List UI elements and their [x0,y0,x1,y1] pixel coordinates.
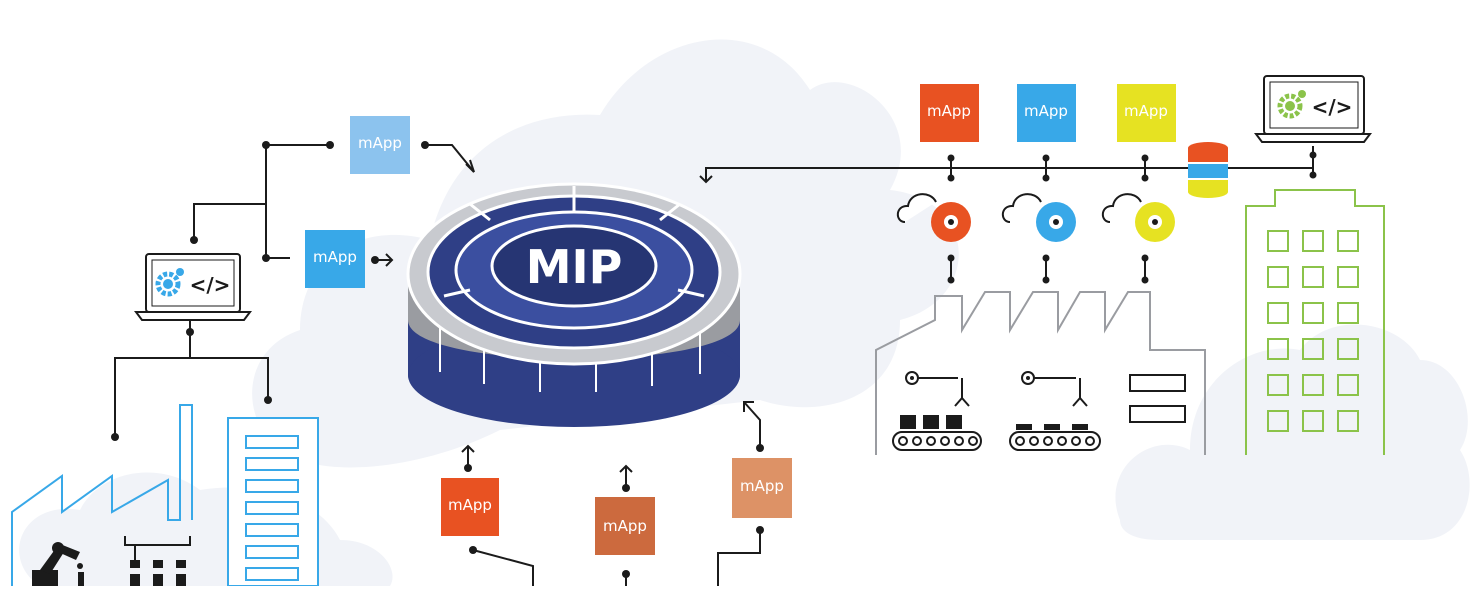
gear-icon [1277,90,1306,119]
office-building-left [227,417,319,587]
cloud-sensor-yellow [1101,193,1175,242]
laptop-dev-left: </> [134,253,252,321]
gear-icon [155,268,184,297]
mapp-tile-orange-top[interactable]: mApp [920,84,979,142]
cloud-sensor-orange [896,193,971,242]
mapp-tile-blue-top[interactable]: mApp [1017,84,1076,142]
storage-racks [1129,374,1186,423]
mapp-label: mApp [448,496,492,514]
mapp-label: mApp [1124,102,1168,120]
factory-right [875,291,1206,455]
bottom-connectors [461,401,764,586]
mapp-label: mApp [358,134,402,152]
code-icon: </> [1312,95,1353,119]
mapp-label: mApp [603,517,647,535]
mapp-tile-rust-bottom[interactable]: mApp [595,497,655,555]
mapp-tile-peach-bottom[interactable]: mApp [732,458,792,518]
cloud-sensor-blue [1001,193,1076,242]
code-icon: </> [190,273,231,297]
left-connectors [111,141,475,441]
mapp-label: mApp [313,248,357,266]
database-icon [1188,142,1228,198]
robot-station-2 [1009,371,1101,451]
mapp-tile-light-blue[interactable]: mApp [350,116,410,174]
mapp-label: mApp [740,477,784,495]
mip-core: MIP [406,182,742,427]
robot-station-1 [892,371,982,451]
robot-arm-icon [32,542,84,586]
mapp-tile-blue-left[interactable]: mApp [305,230,365,288]
mapp-tile-yellow-top[interactable]: mApp [1117,84,1176,142]
assembly-line-icon [124,536,191,586]
factory-left [11,404,193,586]
mapp-tile-orange-bottom[interactable]: mApp [441,478,499,536]
office-building-right [1245,189,1385,455]
laptop-dev-right: </> [1254,75,1372,143]
mip-label: MIP [526,240,623,294]
mapp-label: mApp [1024,102,1068,120]
right-connectors [699,146,1317,284]
mapp-label: mApp [927,102,971,120]
